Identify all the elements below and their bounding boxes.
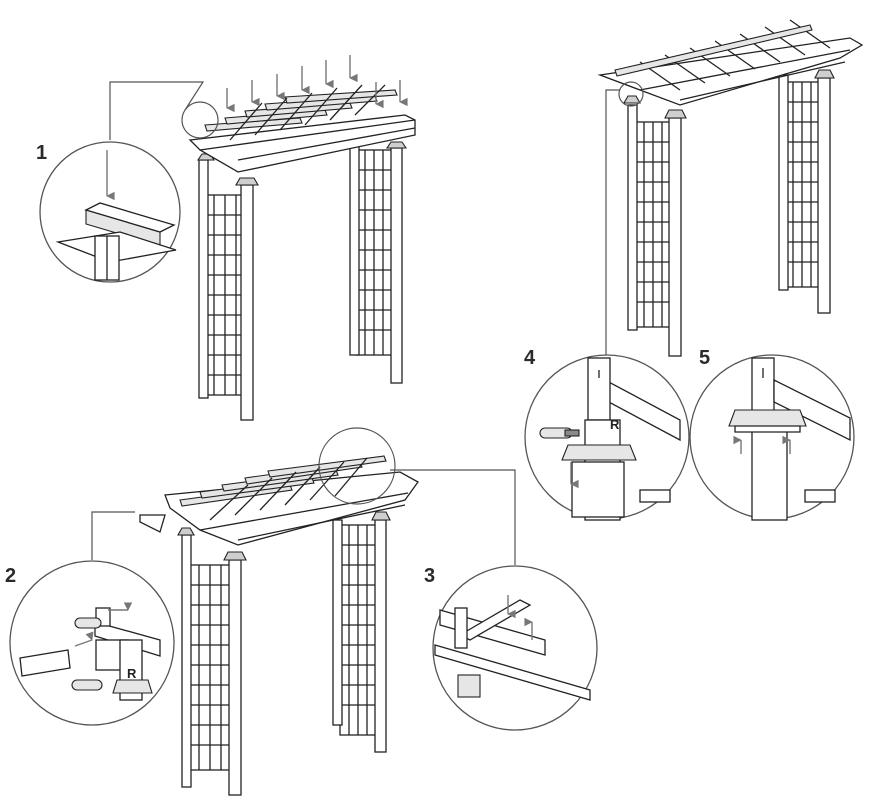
- detail-circle-step5: [689, 354, 855, 521]
- right-trellis-panel-1: [355, 149, 393, 356]
- bracket-part: [139, 514, 166, 533]
- detail-circle-step4: R: [524, 354, 690, 521]
- arbor-step2-3: [91, 427, 516, 796]
- left-trellis-panel-2: [634, 121, 672, 328]
- step-4-number: 4: [524, 347, 536, 369]
- right-trellis-panel-3: [339, 524, 377, 736]
- callout-ring-step3: [318, 427, 396, 505]
- step-1-number: 1: [36, 142, 48, 164]
- arbor-step1: [39, 55, 416, 421]
- left-trellis-panel-3: [187, 564, 233, 771]
- step-3-number: 3: [424, 565, 436, 587]
- left-trellis-panel-1: [202, 194, 246, 396]
- rafters-step2: [179, 455, 387, 521]
- arbor-step4-5: [597, 19, 864, 380]
- callout-ring-step1: [181, 101, 219, 139]
- step-2-number: 2: [5, 565, 17, 587]
- detail-circle-step2: R: [9, 560, 175, 726]
- detail-circle-step1: [39, 141, 181, 283]
- detail-circle-step3: [432, 565, 598, 731]
- right-trellis-panel-2: [784, 81, 820, 288]
- callout-ring-step4: [618, 81, 644, 107]
- r-marker-step4: R: [610, 417, 620, 432]
- rafters-step1: [204, 84, 398, 141]
- step-5-number: 5: [699, 347, 711, 369]
- r-marker-step2: R: [127, 666, 137, 681]
- rafters-step4: [614, 19, 831, 91]
- install-arrows-step1: [226, 55, 408, 113]
